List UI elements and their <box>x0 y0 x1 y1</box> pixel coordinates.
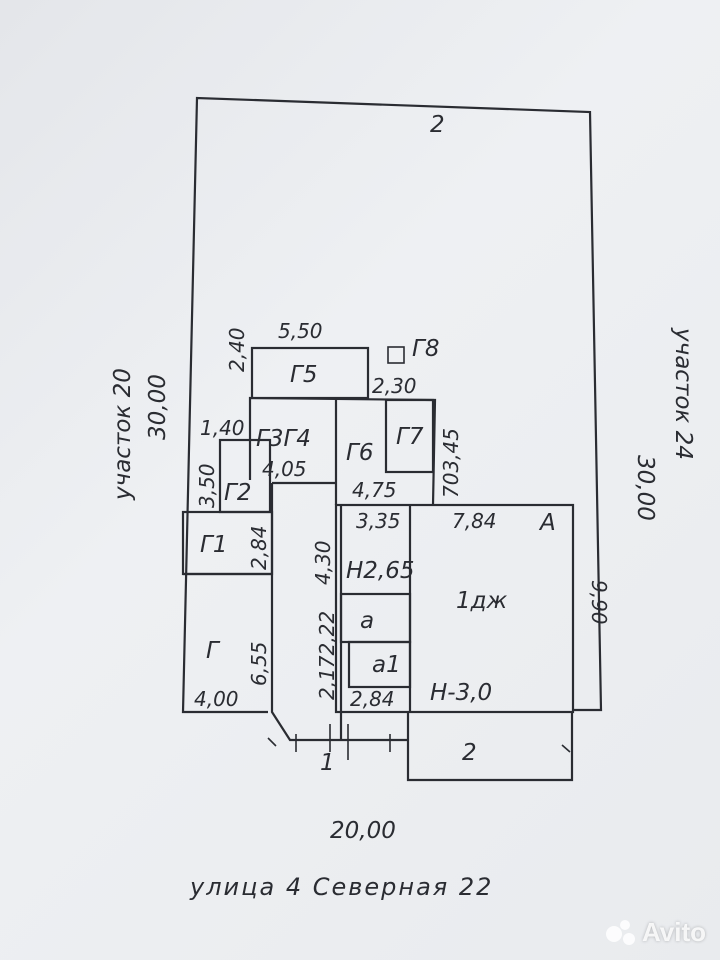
annex-a1-label: а1 <box>372 652 401 678</box>
house-h2: Н2,65 <box>346 558 415 584</box>
g5-width: 5,50 <box>278 319 323 343</box>
passage-label: 1 <box>320 750 335 776</box>
g3g4-dim: 4,05 <box>262 457 307 481</box>
avito-watermark: Avito <box>605 917 706 948</box>
annex-a-label: а <box>360 608 374 634</box>
g2-label: Г2 <box>224 480 251 506</box>
house-top-dim-1: 3,35 <box>356 509 401 533</box>
tick <box>561 744 571 753</box>
building-g8-square <box>387 346 405 364</box>
neighbor-left-length: 30,00 <box>145 374 171 440</box>
house-top-dim-2: 7,84 <box>452 509 497 533</box>
g8-label: Г8 <box>412 336 439 362</box>
passage-outline <box>270 483 408 742</box>
passage-dim-2: 2,172,22 <box>315 611 339 700</box>
g-label: Г <box>206 638 221 664</box>
g6-label: Г6 <box>346 440 373 466</box>
annex-a1-dim: 2,84 <box>350 687 395 711</box>
g2-dim-side: 3,50 <box>195 463 219 508</box>
house-side-dim: 9,90 <box>587 580 611 625</box>
g6-dim: 4,75 <box>352 478 397 502</box>
avito-logo-icon <box>605 919 636 946</box>
neighbor-right-label: участок 24 <box>670 327 696 460</box>
g1-dim: 2,84 <box>247 525 271 570</box>
house-name: 1дж <box>456 588 508 614</box>
g1-label: Г1 <box>200 532 227 558</box>
g-width: 4,00 <box>194 687 239 711</box>
neighbor-left-label: участок 20 <box>110 368 136 501</box>
back-label: 2 <box>430 112 445 138</box>
g8-dim: 2,30 <box>372 374 417 398</box>
yard-label: 2 <box>462 740 477 766</box>
g7-dims: 703,45 <box>439 428 463 498</box>
g5-label: Г5 <box>290 362 317 388</box>
building-g7 <box>384 398 435 474</box>
g-depth: 6,55 <box>247 641 271 686</box>
neighbor-right-length: 30,00 <box>632 455 658 521</box>
g5-depth: 2,40 <box>225 327 249 372</box>
lot-boundary <box>181 96 603 714</box>
passage-dim: 4,30 <box>311 540 335 585</box>
house-h3: Н-3,0 <box>430 680 492 706</box>
house-letter: А <box>538 510 556 536</box>
front-yard-outline <box>406 712 574 782</box>
g7-label: Г7 <box>396 424 424 450</box>
avito-watermark-text: Avito <box>641 917 706 947</box>
street-label: улица 4 Северная 22 <box>189 873 493 901</box>
annex-a <box>339 592 412 644</box>
tick <box>267 737 277 747</box>
g2-dim-top: 1,40 <box>200 416 245 440</box>
annex-a1 <box>347 640 412 689</box>
house-a-outline <box>334 503 575 714</box>
front-length: 20,00 <box>330 818 396 844</box>
g3g4-label: Г3Г4 <box>256 426 311 452</box>
